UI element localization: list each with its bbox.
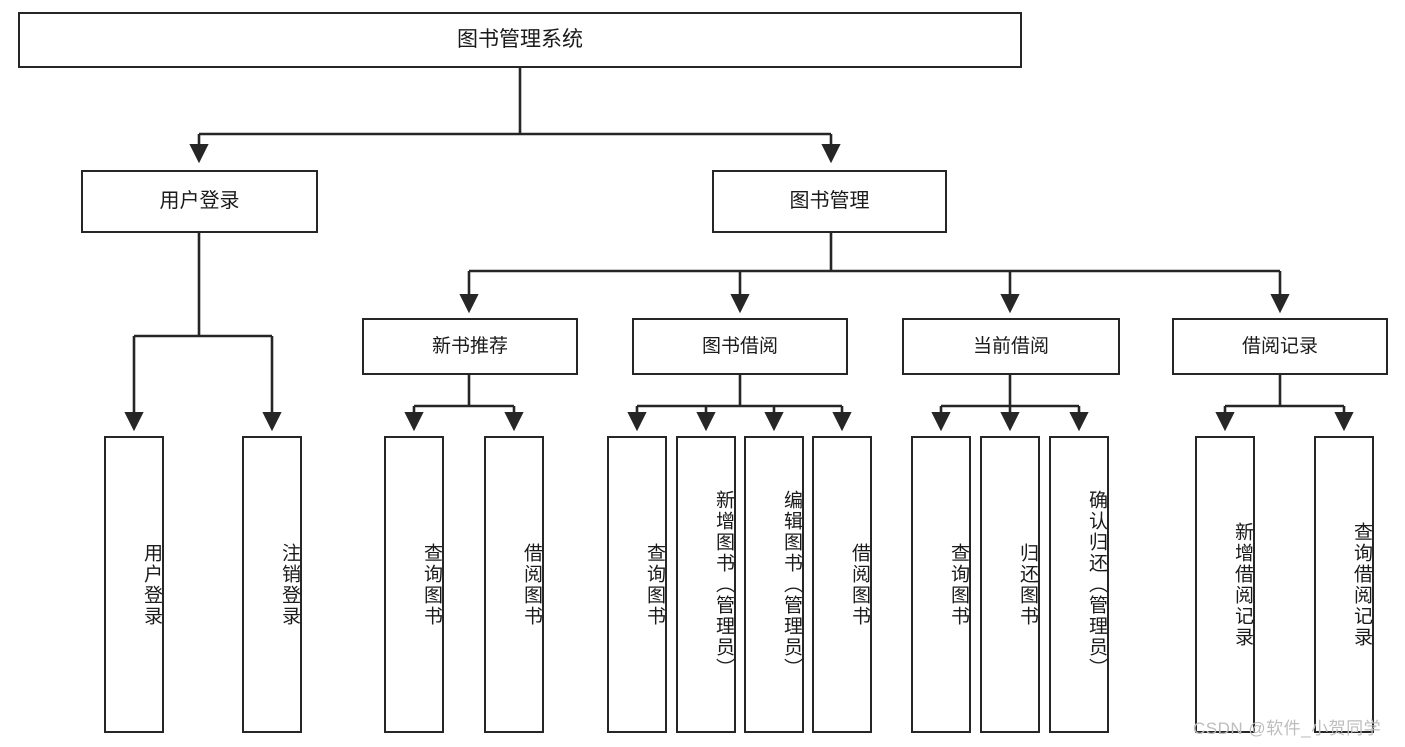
node-label: 用户登录 [159,190,240,213]
node-current-borrow[interactable]: 当前借阅 [902,318,1120,375]
node-label: 图书管理 [789,190,870,213]
node-leaf-borrow-book[interactable]: 借阅图书 [812,436,872,733]
node-book-borrow[interactable]: 图书借阅 [632,318,848,375]
node-label: 新增图书（管理员） [713,490,734,679]
node-leaf-borrow-book-recommend[interactable]: 借阅图书 [484,436,544,733]
node-leaf-add-borrow-record[interactable]: 新增借阅记录 [1195,436,1255,733]
node-label: 当前借阅 [972,335,1049,357]
node-borrow-record[interactable]: 借阅记录 [1172,318,1388,375]
node-new-book-recommend[interactable]: 新书推荐 [362,318,578,375]
node-label: 用户登录 [141,542,162,627]
node-label: 借阅图书 [849,542,870,627]
node-leaf-return-book[interactable]: 归还图书 [980,436,1040,733]
node-label: 图书管理系统 [457,28,583,52]
node-label: 查询图书 [421,542,442,627]
node-leaf-add-book[interactable]: 新增图书（管理员） [676,436,736,733]
node-leaf-query-book-borrow[interactable]: 查询图书 [607,436,667,733]
node-label: 归还图书 [1017,542,1038,627]
node-leaf-query-book-current[interactable]: 查询图书 [911,436,971,733]
node-leaf-logout-login[interactable]: 注销登录 [242,436,302,733]
node-leaf-edit-book[interactable]: 编辑图书（管理员） [744,436,804,733]
node-label: 查询图书 [644,542,665,627]
node-label: 注销登录 [279,542,300,627]
node-label: 查询图书 [948,542,969,627]
node-label: 新增借阅记录 [1232,521,1253,648]
csdn-watermark: CSDN @软件_小贺同学 [1193,719,1382,738]
node-leaf-query-book-recommend[interactable]: 查询图书 [384,436,444,733]
node-label: 编辑图书（管理员） [781,490,802,679]
node-label: 借阅图书 [521,542,542,627]
node-leaf-confirm-return[interactable]: 确认归还（管理员） [1049,436,1109,733]
node-label: 查询借阅记录 [1351,521,1372,648]
node-leaf-query-borrow-record[interactable]: 查询借阅记录 [1314,436,1374,733]
node-label: 确认归还（管理员） [1086,490,1107,679]
node-user-login[interactable]: 用户登录 [81,170,318,233]
node-label: 新书推荐 [431,335,508,357]
node-book-manage[interactable]: 图书管理 [712,170,947,233]
node-label: 借阅记录 [1241,335,1318,357]
node-leaf-user-login[interactable]: 用户登录 [104,436,164,733]
node-label: 图书借阅 [701,335,778,357]
node-root-book-management-system[interactable]: 图书管理系统 [18,12,1022,68]
